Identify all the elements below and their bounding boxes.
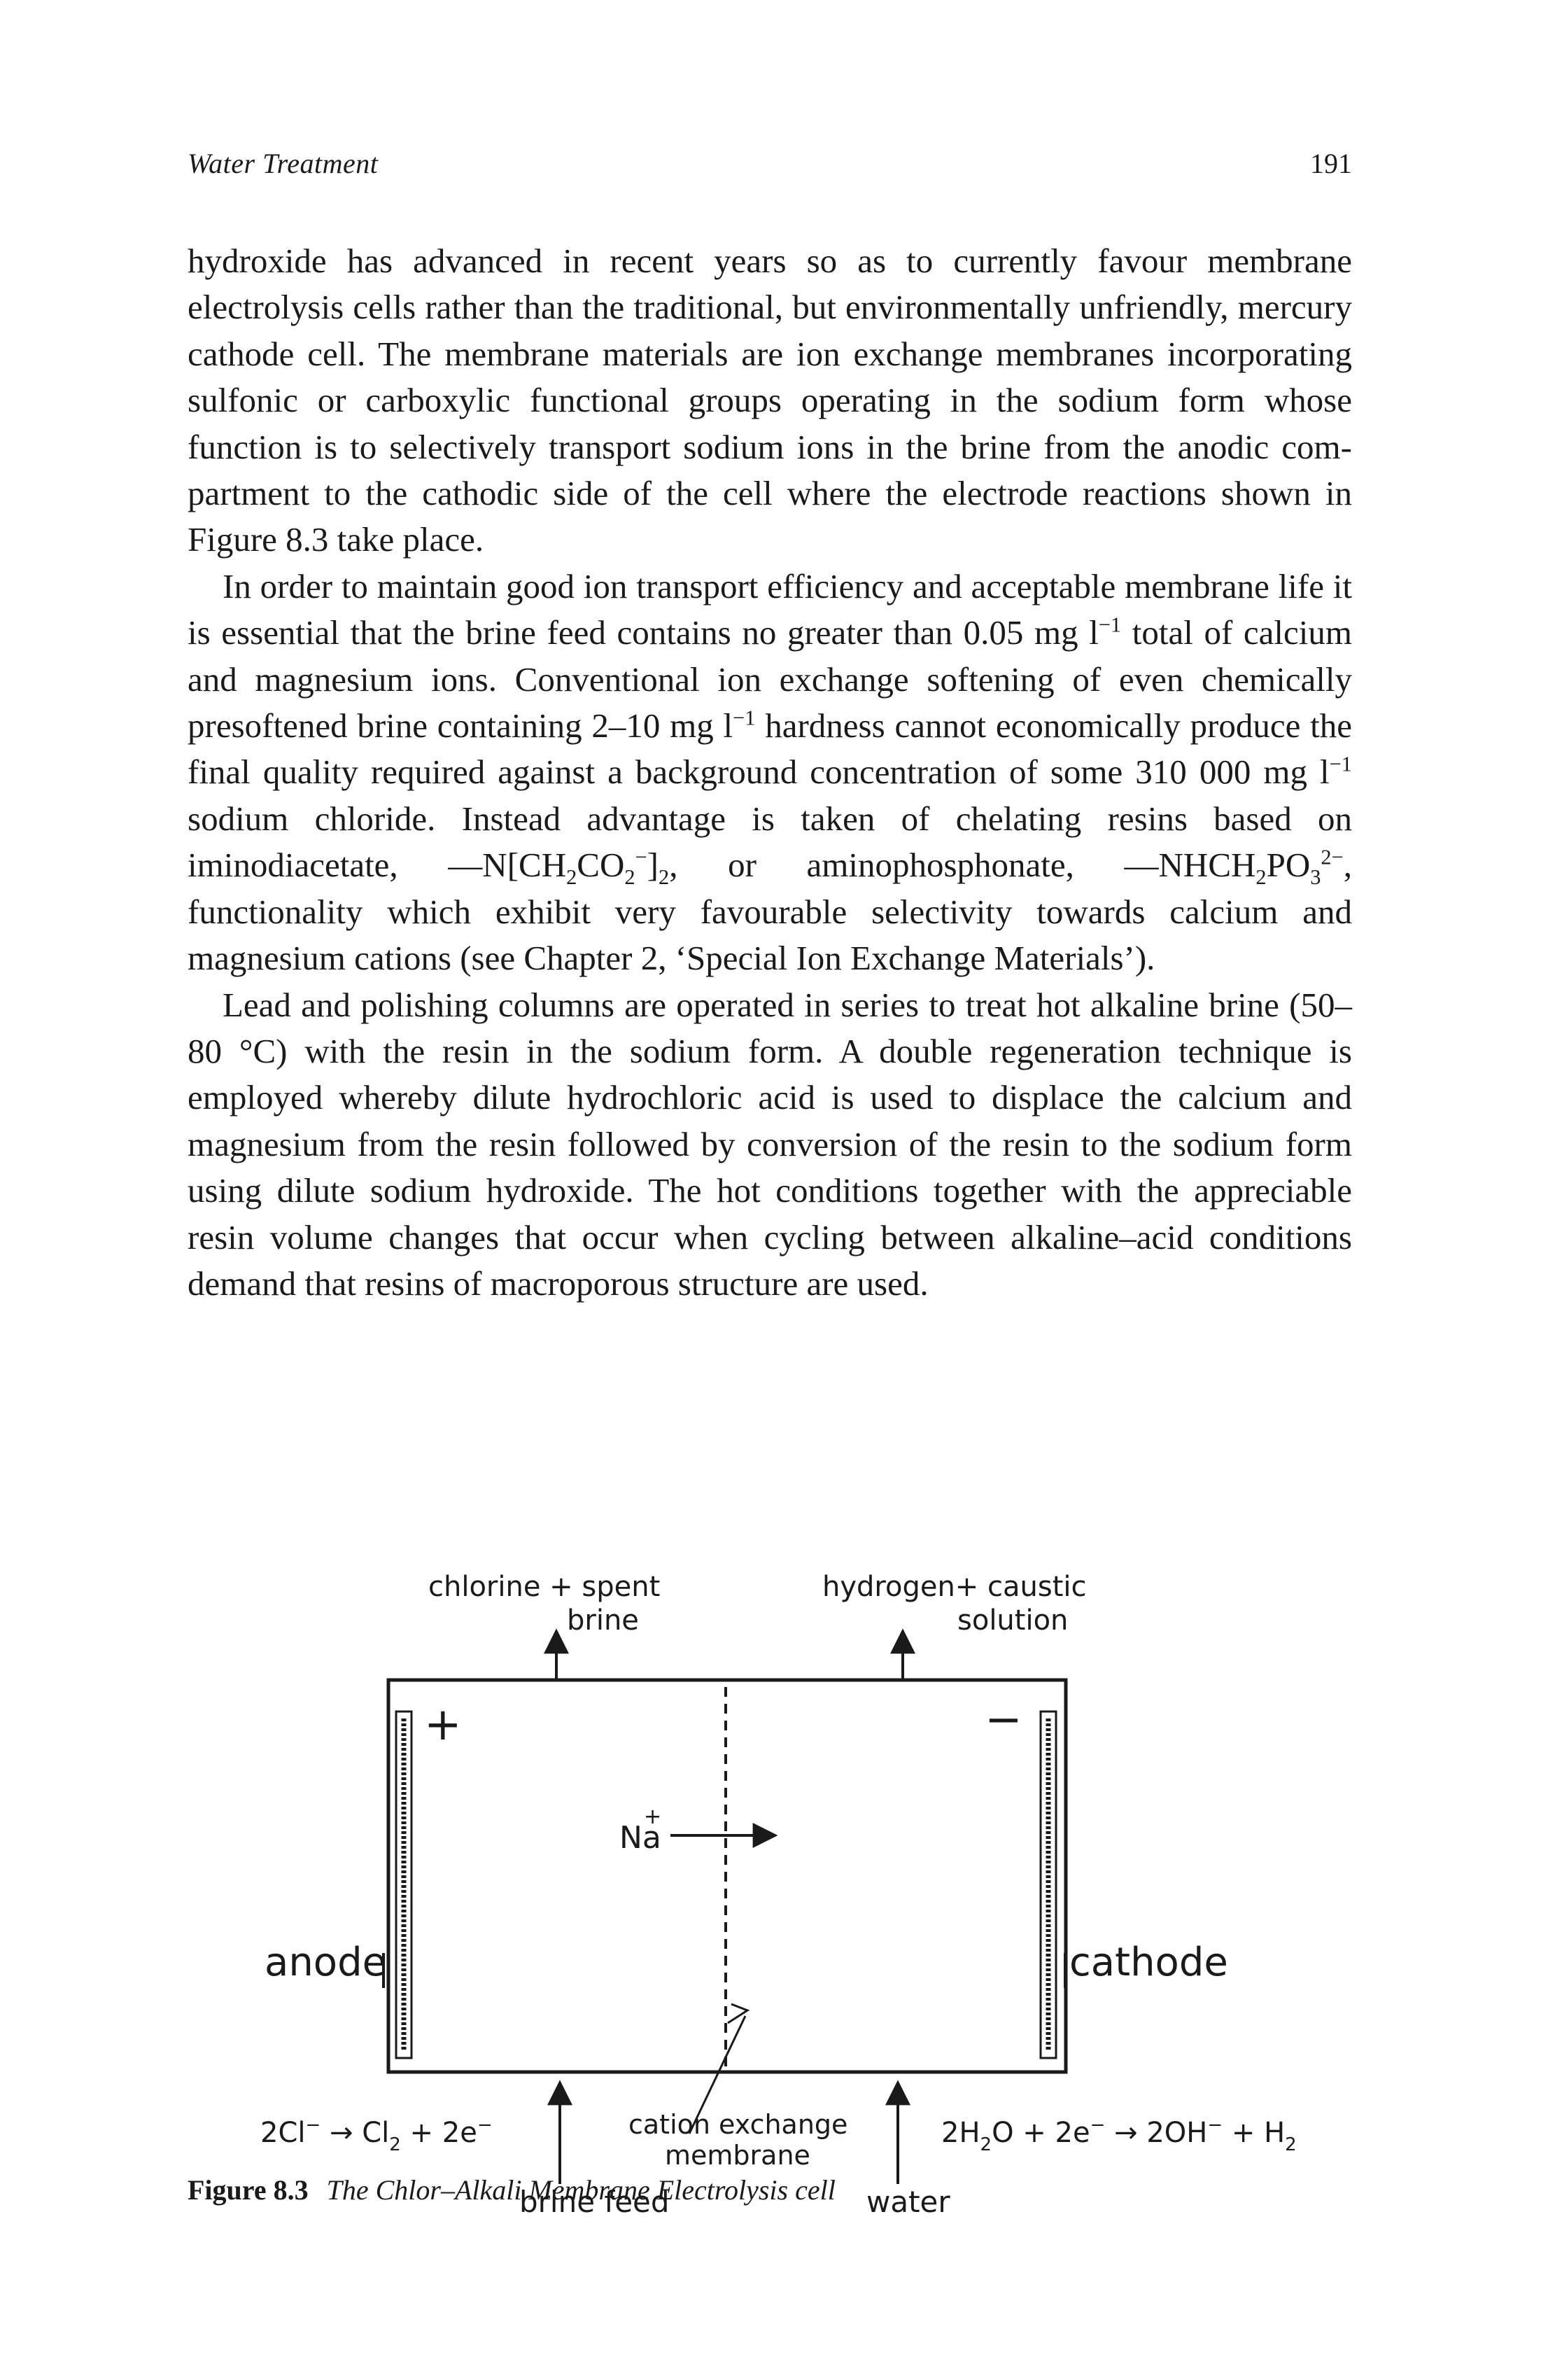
electrolysis-cell-diagram: chlorine + spent brine hydrogen+ caustic… xyxy=(260,1571,1297,2219)
brine-feed-label: brine feed xyxy=(519,2185,670,2219)
cathode-reaction-b: O + 2e xyxy=(992,2117,1090,2149)
cathode-label: cathode xyxy=(1069,1940,1228,1985)
water-label: water xyxy=(866,2185,950,2219)
cathode-reaction: 2H2O + 2e− → 2OH− + H2 xyxy=(941,2115,1297,2155)
anode-reaction-minus-2: − xyxy=(477,2115,493,2136)
anode-reaction-a: 2Cl xyxy=(260,2117,306,2149)
paragraph-2: In order to maintain good ion transport … xyxy=(188,564,1352,982)
p2-sup-4: − xyxy=(635,845,647,869)
anode-reaction-c: + 2e xyxy=(401,2117,477,2149)
figure-caption: Figure 8.3 The Chlor–Alkali Membrane Elec… xyxy=(188,2174,836,2206)
figure: chlorine + spent brine hydrogen+ caustic… xyxy=(0,1540,1541,2310)
cathode-reaction-sub: 2 xyxy=(980,2134,992,2155)
p2-sub-4: 2 xyxy=(1255,865,1267,890)
cathode-reaction-sub-2: 2 xyxy=(1285,2134,1297,2155)
cathode-reaction-arrow: → xyxy=(1105,2117,1146,2149)
cathode-reaction-a: 2H xyxy=(941,2117,980,2149)
p2-sup-2: −1 xyxy=(733,706,756,730)
p2-text-3: hardness cannot economically produce the… xyxy=(188,706,1352,792)
outlet-right-label-1: hydrogen+ caustic xyxy=(822,1571,1087,1603)
p2-sub-3: 2 xyxy=(659,865,670,890)
membrane-label-1: cation exchange xyxy=(628,2109,847,2140)
cathode-reaction-minus: − xyxy=(1090,2115,1106,2136)
anode-label: anode xyxy=(265,1940,386,1985)
p2-sub-5: 3 xyxy=(1310,865,1321,890)
paragraph-1: hydroxide has advanced in recent years s… xyxy=(188,241,1352,559)
p2-sub-1: 2 xyxy=(566,865,577,890)
anode-reaction-arrow: → xyxy=(321,2117,362,2149)
anode-reaction: 2Cl− → Cl2 + 2e− xyxy=(260,2115,493,2155)
cathode-reaction-minus-2: − xyxy=(1207,2115,1223,2136)
anode-reaction-minus: − xyxy=(306,2115,321,2136)
p2-sup-5: 2− xyxy=(1321,845,1344,869)
figure-caption-label: Figure 8.3 xyxy=(188,2174,309,2206)
membrane-pointer-line xyxy=(688,2015,747,2134)
p2-text-4: sodium chloride. Instead advantage is ta… xyxy=(188,799,1352,885)
cathode-sign: − xyxy=(985,1694,1022,1746)
outlet-left-label-2: brine xyxy=(567,1604,639,1637)
anode-reaction-sub: 2 xyxy=(389,2134,401,2155)
paragraph-3: Lead and polishing columns are operated … xyxy=(188,985,1352,1303)
p2-sup-3: −1 xyxy=(1329,752,1352,777)
body-text: hydroxide has advanced in recent years s… xyxy=(188,238,1352,1307)
cathode-electrode xyxy=(1039,1710,1057,2059)
anode-sign: + xyxy=(424,1699,462,1751)
p2-text-5: CO xyxy=(577,846,625,885)
sodium-ion-label: Na xyxy=(619,1820,661,1856)
cathode-reaction-c: 2OH xyxy=(1146,2117,1207,2149)
cathode-reaction-d: + H xyxy=(1223,2117,1285,2149)
membrane-label-2: membrane xyxy=(665,2140,810,2171)
p2-sup-1: −1 xyxy=(1098,612,1122,637)
running-head: Water Treatment xyxy=(188,148,379,179)
anode-reaction-b: Cl xyxy=(362,2117,389,2149)
outlet-left-label-1: chlorine + spent xyxy=(428,1571,660,1603)
page-number: 191 xyxy=(1310,148,1352,179)
outlet-right-label-2: solution xyxy=(957,1604,1068,1637)
p2-text-7: , or aminophos­phonate, —NHCH xyxy=(669,846,1256,885)
p2-text-2: total of calcium and magnesium ions. Con… xyxy=(188,613,1352,746)
p2-sub-2: 2 xyxy=(624,865,635,890)
p2-text-6: ] xyxy=(647,846,659,885)
p2-text-1: In order to maintain good ion transport … xyxy=(188,566,1352,652)
membrane-pointer-head xyxy=(727,2003,750,2024)
sodium-ion-charge: + xyxy=(644,1805,661,1829)
p2-text-8: PO xyxy=(1266,846,1311,885)
anode-electrode xyxy=(395,1710,413,2059)
cell-body xyxy=(386,1678,1068,2074)
p2-text-9: , functionality which exhibit very favou… xyxy=(188,846,1352,978)
figure-caption-title: The Chlor–Alkali Membrane Electrolysis c… xyxy=(326,2174,836,2206)
